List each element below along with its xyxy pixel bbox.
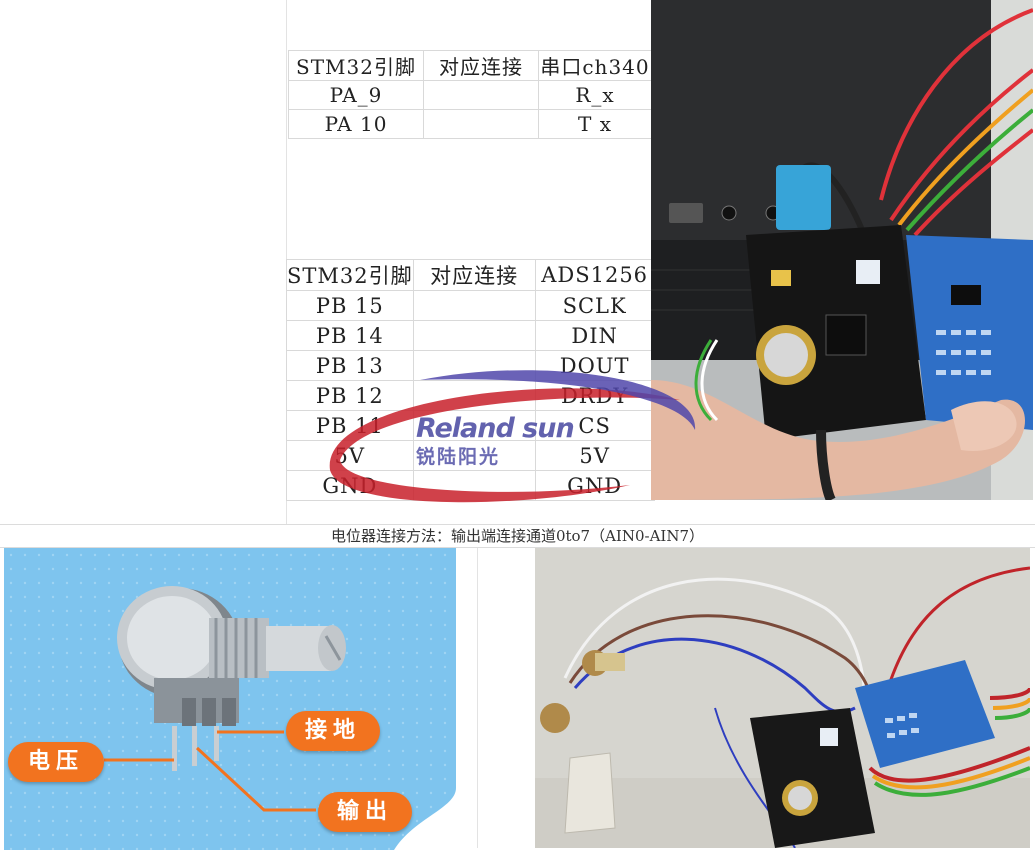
table-cell bbox=[412, 290, 536, 321]
table-cell: PA_9 bbox=[288, 80, 424, 110]
table-cell: T x bbox=[538, 109, 652, 139]
board-photo-illustration bbox=[651, 0, 1033, 500]
table-cell: SCLK bbox=[534, 290, 655, 321]
table-row: PB 13 DOUT bbox=[286, 350, 655, 381]
table-row: GND GND bbox=[286, 470, 655, 501]
potentiometer-illustration: 电压 接地 输出 bbox=[4, 548, 456, 850]
uart-pin-table: STM32引脚 对应连接 串口ch340 PA_9 R_x PA 10 T x bbox=[288, 50, 652, 139]
table-cell: DOUT bbox=[534, 350, 655, 381]
wiring-setup-photo bbox=[535, 548, 1030, 848]
table-cell: R_x bbox=[538, 80, 652, 110]
table-cell: PB 11 bbox=[286, 410, 414, 441]
table-cell: PB 13 bbox=[286, 350, 414, 381]
table-row: PA_9 R_x bbox=[288, 80, 652, 110]
label-ground: 接地 bbox=[286, 711, 380, 751]
table-cell bbox=[412, 350, 536, 381]
table-header-cell: 串口ch340 bbox=[538, 50, 652, 81]
watermark-brand-cn: 锐陆阳光 bbox=[416, 446, 501, 468]
table-row: PB 14 DIN bbox=[286, 320, 655, 351]
table-cell bbox=[412, 470, 536, 501]
table-cell bbox=[423, 80, 539, 110]
label-output: 输出 bbox=[318, 792, 412, 832]
table-row: PA 10 T x bbox=[288, 109, 652, 139]
table-header-row: STM32引脚 对应连接 ADS1256 bbox=[286, 259, 655, 291]
table-cell: GND bbox=[534, 470, 655, 501]
table-cell: PB 14 bbox=[286, 320, 414, 351]
table-cell bbox=[412, 380, 536, 411]
stm32-ads1256-photo bbox=[651, 0, 1033, 500]
table-cell: DRDY bbox=[534, 380, 655, 411]
table-cell bbox=[423, 109, 539, 139]
table-header-cell: STM32引脚 bbox=[286, 259, 414, 291]
table-header-row: STM32引脚 对应连接 串口ch340 bbox=[288, 50, 652, 81]
table-cell: PB 15 bbox=[286, 290, 414, 321]
table-cell: DIN bbox=[534, 320, 655, 351]
watermark-brand: Reland sun bbox=[416, 413, 575, 444]
label-voltage: 电压 bbox=[8, 742, 104, 782]
grid-line bbox=[477, 548, 478, 848]
table-row: PB 12 DRDY bbox=[286, 380, 655, 411]
table-cell: 5V bbox=[286, 440, 414, 471]
table-header-cell: 对应连接 bbox=[423, 50, 539, 81]
table-cell bbox=[412, 320, 536, 351]
table-cell: 5V bbox=[534, 440, 655, 471]
table-header-cell: STM32引脚 bbox=[288, 50, 424, 81]
table-header-cell: ADS1256 bbox=[534, 259, 655, 291]
table-cell: PA 10 bbox=[288, 109, 424, 139]
table-cell: GND bbox=[286, 470, 414, 501]
table-cell: PB 12 bbox=[286, 380, 414, 411]
table-row: PB 15 SCLK bbox=[286, 290, 655, 321]
potentiometer-caption: 电位器连接方法：输出端连接通道0to7（AIN0-AIN7） bbox=[0, 524, 1035, 548]
wiring-photo-illustration bbox=[535, 548, 1030, 848]
table-header-cell: 对应连接 bbox=[412, 259, 536, 291]
